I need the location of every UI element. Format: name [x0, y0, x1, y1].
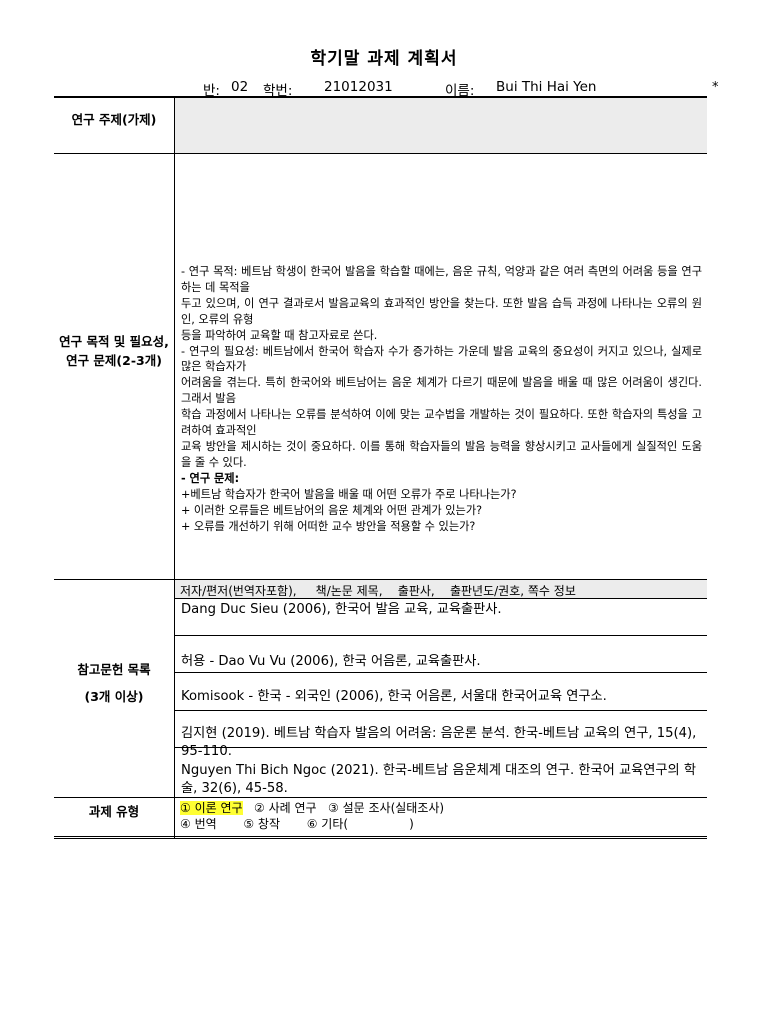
purpose-line: - 연구 목적: 베트남 학생이 한국어 발음을 학습할 때에는, 음운 규칙,… — [181, 265, 702, 294]
purpose-content[interactable]: - 연구 목적: 베트남 학생이 한국어 발음을 학습할 때에는, 음운 규칙,… — [181, 264, 702, 534]
purpose-line: 어려움을 겪는다. 특히 한국어와 베트남어는 음운 체계가 다르기 때문에 발… — [181, 376, 702, 406]
references-label-line-2: (3개 이상) — [84, 689, 144, 704]
category-options-row-1: ① 이론 연구 ② 사례 연구 ③ 설문 조사(실태조사) — [180, 800, 444, 816]
asterisk-mark: * — [712, 80, 719, 95]
category-option-close-paren: ) — [409, 817, 414, 831]
topic-input-area[interactable] — [175, 98, 707, 153]
category-option[interactable]: ⑤ 창작 — [243, 817, 281, 831]
reference-item[interactable]: Komisook - 한국 - 외국인 (2006), 한국 어음론, 서울대 … — [181, 689, 607, 704]
row-divider — [54, 579, 707, 580]
research-question: +베트남 학습자가 한국어 발음을 배울 때 어떤 오류가 주로 나타나는가? — [181, 487, 517, 501]
category-option[interactable]: ③ 설문 조사(실태조사) — [328, 801, 445, 815]
row-divider — [54, 153, 707, 154]
category-option[interactable]: ② 사례 연구 — [254, 801, 317, 815]
name-label: 이름: — [445, 83, 475, 99]
purpose-label-line-1: 연구 목적 및 필요성, — [59, 334, 169, 349]
purpose-line: - 연구의 필요성: 베트남에서 한국어 학습자 수가 증가하는 가운데 발음 … — [181, 344, 702, 374]
purpose-line: 등을 파악하여 교육할 때 참고자료로 쓴다. — [181, 328, 378, 342]
purpose-line: 교육 방안을 제시하는 것이 중요하다. 이를 통해 학습자들의 발음 능력을 … — [181, 439, 702, 469]
purpose-label-line-2: 연구 문제(2-3개) — [66, 353, 162, 368]
purpose-line: 두고 있으며, 이 연구 결과로서 발음교육의 효과적인 방안을 찾는다. 또한… — [181, 296, 702, 326]
purpose-line: 학습 과정에서 나타나는 오류를 분석하여 이에 맞는 교수법을 개발하는 것이… — [181, 408, 702, 438]
class-value: 02 — [231, 79, 249, 95]
reference-item[interactable]: Nguyen Thi Bich Ngoc (2021). 한국-베트남 음운체계… — [181, 763, 696, 796]
category-options-row-2: ④ 번역 ⑤ 창작 ⑥ 기타( ) — [180, 816, 414, 832]
ref-divider — [175, 710, 707, 711]
reference-item[interactable]: Dang Duc Sieu (2006), 한국어 발음 교육, 교육출판사. — [181, 602, 502, 617]
table-top-border — [54, 96, 707, 98]
name-value: Bui Thi Hai Yen — [496, 79, 597, 95]
ref-divider — [175, 672, 707, 673]
category-option[interactable]: ④ 번역 — [180, 817, 217, 831]
student-info-line: 반: 02 학번: 21012031 이름: Bui Thi Hai Yen — [0, 79, 768, 99]
reference-item[interactable]: 허용 - Dao Vu Vu (2006), 한국 어음론, 교육출판사. — [181, 654, 481, 669]
references-header: 저자/편저(번역자포함), 책/논문 제목, 출판사, 출판년도/권호, 쪽수 … — [180, 584, 576, 598]
references-label: 참고문헌 목록 (3개 이상) — [54, 660, 174, 706]
page-title: 학기말 과제 계획서 — [310, 49, 458, 69]
research-questions-heading: - 연구 문제: — [181, 471, 240, 485]
research-question: + 오류를 개선하기 위해 어떠한 교수 방안을 적용할 수 있는가? — [181, 519, 476, 533]
row-divider — [54, 797, 707, 798]
table-bottom-border — [54, 836, 707, 837]
category-option-selected[interactable]: ① 이론 연구 — [180, 801, 243, 815]
student-id-value: 21012031 — [324, 79, 393, 95]
ref-divider — [175, 635, 707, 636]
research-question: + 이러한 오류들은 베트남어의 음운 체계와 어떤 관계가 있는가? — [181, 503, 483, 517]
reference-item[interactable]: 김지현 (2019). 베트남 학습자 발음의 어려움: 음운론 분석. 한국-… — [181, 726, 697, 759]
references-label-line-1: 참고문헌 목록 — [77, 662, 151, 677]
purpose-label: 연구 목적 및 필요성, 연구 문제(2-3개) — [54, 332, 174, 370]
class-label: 반: — [203, 83, 220, 99]
ref-divider — [175, 747, 707, 748]
category-option[interactable]: ⑥ 기타( — [306, 817, 349, 831]
topic-label: 연구 주제(가제) — [71, 112, 157, 127]
category-label: 과제 유형 — [88, 804, 140, 819]
table-bottom-border-double — [54, 838, 707, 839]
column-divider — [174, 97, 175, 838]
ref-divider — [175, 598, 707, 599]
student-id-label: 학번: — [263, 83, 293, 99]
refs-header-band — [175, 580, 707, 598]
